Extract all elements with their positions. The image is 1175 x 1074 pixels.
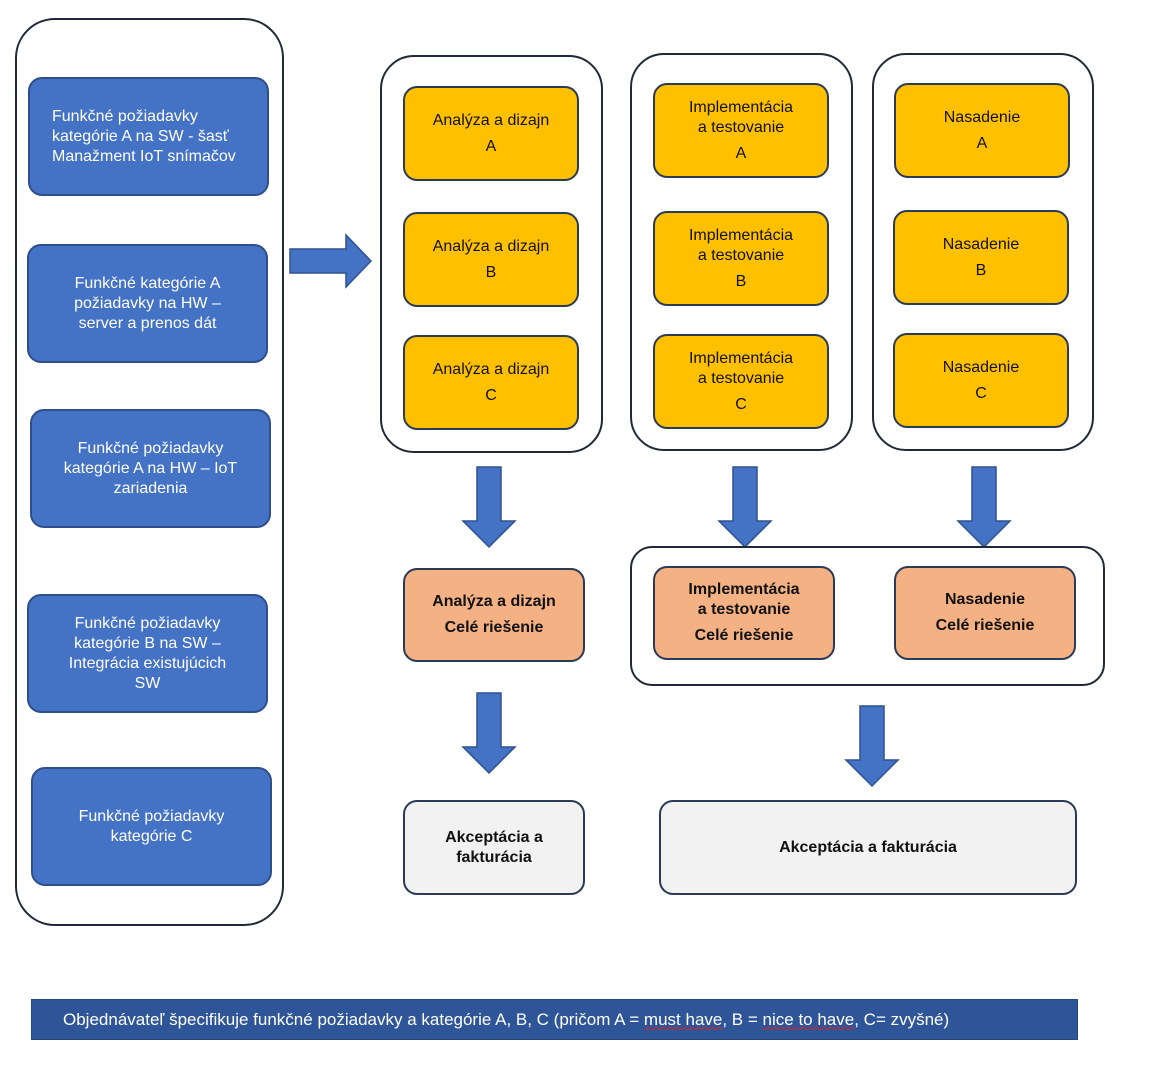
requirement-line: Integrácia existujúcich [68,654,227,672]
phase-category: C [975,384,987,402]
requirement-line: SW [134,674,161,692]
phase-category: C [485,386,497,404]
banner-text: Objednávateľ špecifikuje funkčné požiada… [63,1010,644,1029]
phase-subtitle: Celé riešenie [444,619,544,636]
phase-title: Analýza a dizajn [432,111,550,129]
phase-title: a testovanie [697,246,785,264]
phase-title: a testovanie [697,369,785,387]
down-arrow-icon [844,705,900,788]
requirement-line: Funkčné požiadavky [78,807,225,825]
phase-category: A [976,134,988,152]
acceptance-box-final: Akceptácia a fakturácia [659,800,1077,895]
analysis-box-c: Analýza a dizajn C [403,335,579,430]
acceptance-label: fakturácia [456,848,532,866]
implementation-box-c: Implementácia a testovanie C [653,334,829,429]
acceptance-box-analysis: Akceptácia a fakturácia [403,800,585,895]
requirement-line: kategórie C [110,827,193,845]
phase-title: Implementácia [688,226,794,244]
analysis-box-a: Analýza a dizajn A [403,86,579,181]
banner-must-have: must have [643,1010,723,1029]
requirement-a-sw: Funkčné požiadavky kategórie A na SW - š… [28,77,269,196]
phase-category: B [975,261,987,279]
phase-title: Nasadenie [942,358,1020,376]
requirement-line: Manažment IoT snímačov [52,147,236,165]
implementation-box-a: Implementácia a testovanie A [653,83,829,178]
deployment-whole-solution: Nasadenie Celé riešenie [894,566,1076,660]
requirement-line: Funkčné požiadavky [52,107,198,125]
phase-title: Nasadenie [944,591,1026,608]
requirement-a-hw-iot: Funkčné požiadavky kategórie A na HW – I… [30,409,271,528]
footer-banner: Objednávateľ špecifikuje funkčné požiada… [31,999,1078,1040]
banner-text: , B = [722,1010,763,1029]
analysis-whole-solution: Analýza a dizajn Celé riešenie [403,568,585,662]
down-arrow-icon [461,466,517,549]
implementation-whole-solution: Implementácia a testovanie Celé riešenie [653,566,835,660]
phase-category: C [735,395,747,413]
requirement-line: Funkčné požiadavky [74,614,221,632]
requirement-line: kategórie A na SW - šasť [52,127,229,145]
right-arrow-icon [289,233,373,289]
acceptance-label: Akceptácia a [445,828,543,846]
phase-title: Implementácia [688,349,794,367]
requirement-line: server a prenos dát [78,314,217,332]
requirement-line: požiadavky na HW – [74,294,221,312]
deployment-box-a: Nasadenie A [894,83,1070,178]
implementation-box-b: Implementácia a testovanie B [653,211,829,306]
acceptance-label: Akceptácia a fakturácia [779,838,957,856]
requirement-line: Funkčné požiadavky [77,439,224,457]
requirement-line: kategórie B na SW – [74,634,221,652]
banner-text: , C= zvyšné) [854,1010,950,1029]
phase-title: Nasadenie [942,235,1020,253]
phase-title: Implementácia [688,581,800,598]
requirement-line: kategórie A na HW – IoT [63,459,238,477]
analysis-box-b: Analýza a dizajn B [403,212,579,307]
phase-title: Implementácia [688,98,794,116]
phase-category: A [735,144,747,162]
phase-category: B [485,263,497,281]
requirement-a-hw-server: Funkčné kategórie A požiadavky na HW – s… [27,244,268,363]
down-arrow-icon [717,466,773,549]
requirement-b-sw: Funkčné požiadavky kategórie B na SW – I… [27,594,268,713]
phase-category: A [485,137,497,155]
requirement-line: zariadenia [113,479,188,497]
phase-title: Analýza a dizajn [432,593,556,610]
phase-category: B [735,272,747,290]
phase-subtitle: Celé riešenie [694,627,794,644]
requirement-line: Funkčné kategórie A [74,274,221,292]
deployment-box-b: Nasadenie B [893,210,1069,305]
phase-title: a testovanie [697,118,785,136]
requirement-c: Funkčné požiadavky kategórie C [31,767,272,886]
phase-title: Nasadenie [943,108,1021,126]
down-arrow-icon [956,466,1012,549]
phase-subtitle: Celé riešenie [935,617,1035,634]
banner-nice-to-have: nice to have [762,1010,855,1029]
phase-title: Analýza a dizajn [432,237,550,255]
down-arrow-icon [461,692,517,775]
deployment-box-c: Nasadenie C [893,333,1069,428]
phase-title: a testovanie [697,601,791,618]
phase-title: Analýza a dizajn [432,360,550,378]
